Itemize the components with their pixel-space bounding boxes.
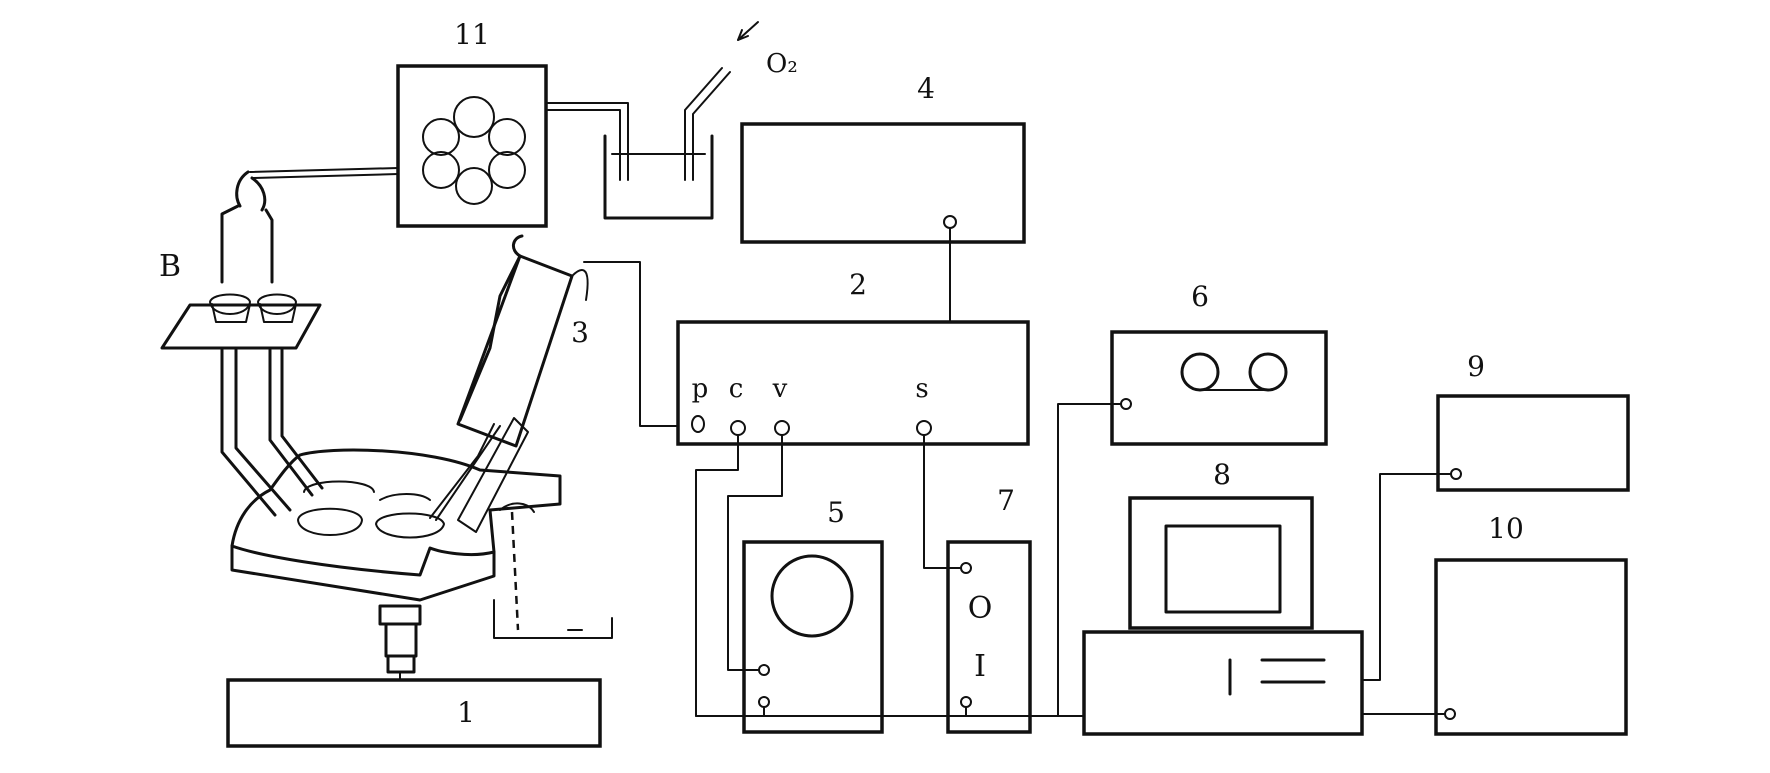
unit-8-computer: 8 <box>1082 458 1364 736</box>
unit-7-label: 7 <box>997 484 1015 517</box>
unit-2-amplifier: 2 p c v s <box>676 268 1030 446</box>
port-p-label: p <box>692 374 709 404</box>
oxygenation-beaker: O₂ <box>603 21 798 220</box>
unit-4-label: 4 <box>917 72 935 105</box>
unit-10-label: 10 <box>1488 512 1524 545</box>
unit-3-headstage: 3 <box>429 234 589 533</box>
oxygen-label: O₂ <box>766 49 798 79</box>
port-p <box>691 415 705 433</box>
unit-4: 4 <box>740 72 1026 244</box>
unit-6-recorder: 6 <box>1110 280 1328 446</box>
port-c-label: c <box>729 374 744 404</box>
unit-2-label: 2 <box>849 268 867 301</box>
unit-8-label: 8 <box>1213 458 1231 491</box>
tubing-pump-to-bath <box>220 167 399 284</box>
bath-b: B <box>159 249 322 350</box>
port-s-label: s <box>915 374 928 404</box>
tubing-pump-to-beaker <box>545 102 629 181</box>
microscope-objective <box>378 604 422 681</box>
unit-5-label: 5 <box>827 496 845 529</box>
port-v-label: v <box>772 374 788 404</box>
unit-7-on-label: I <box>974 649 986 684</box>
unit-11-label: 11 <box>454 18 490 51</box>
wire-headstage-to-p <box>583 261 691 427</box>
unit-9-label: 9 <box>1467 350 1485 383</box>
unit-7-switch: O I 7 <box>946 484 1032 734</box>
unit-7-off-label: O <box>968 591 993 626</box>
unit-9: 9 <box>1436 350 1630 492</box>
unit-5-oscilloscope: 5 <box>742 496 884 734</box>
unit-3-label: 3 <box>571 316 589 349</box>
unit-6-label: 6 <box>1191 280 1209 313</box>
recording-chamber <box>230 448 613 639</box>
unit-10: 10 <box>1434 512 1628 736</box>
unit-11-pump: 11 <box>396 18 548 228</box>
unit-1-label: 1 <box>457 696 475 729</box>
wiring <box>695 403 1451 717</box>
tubing-bath-to-chamber <box>220 348 324 517</box>
bath-label: B <box>159 249 181 284</box>
unit-1-microscope-base: 1 <box>226 678 602 748</box>
